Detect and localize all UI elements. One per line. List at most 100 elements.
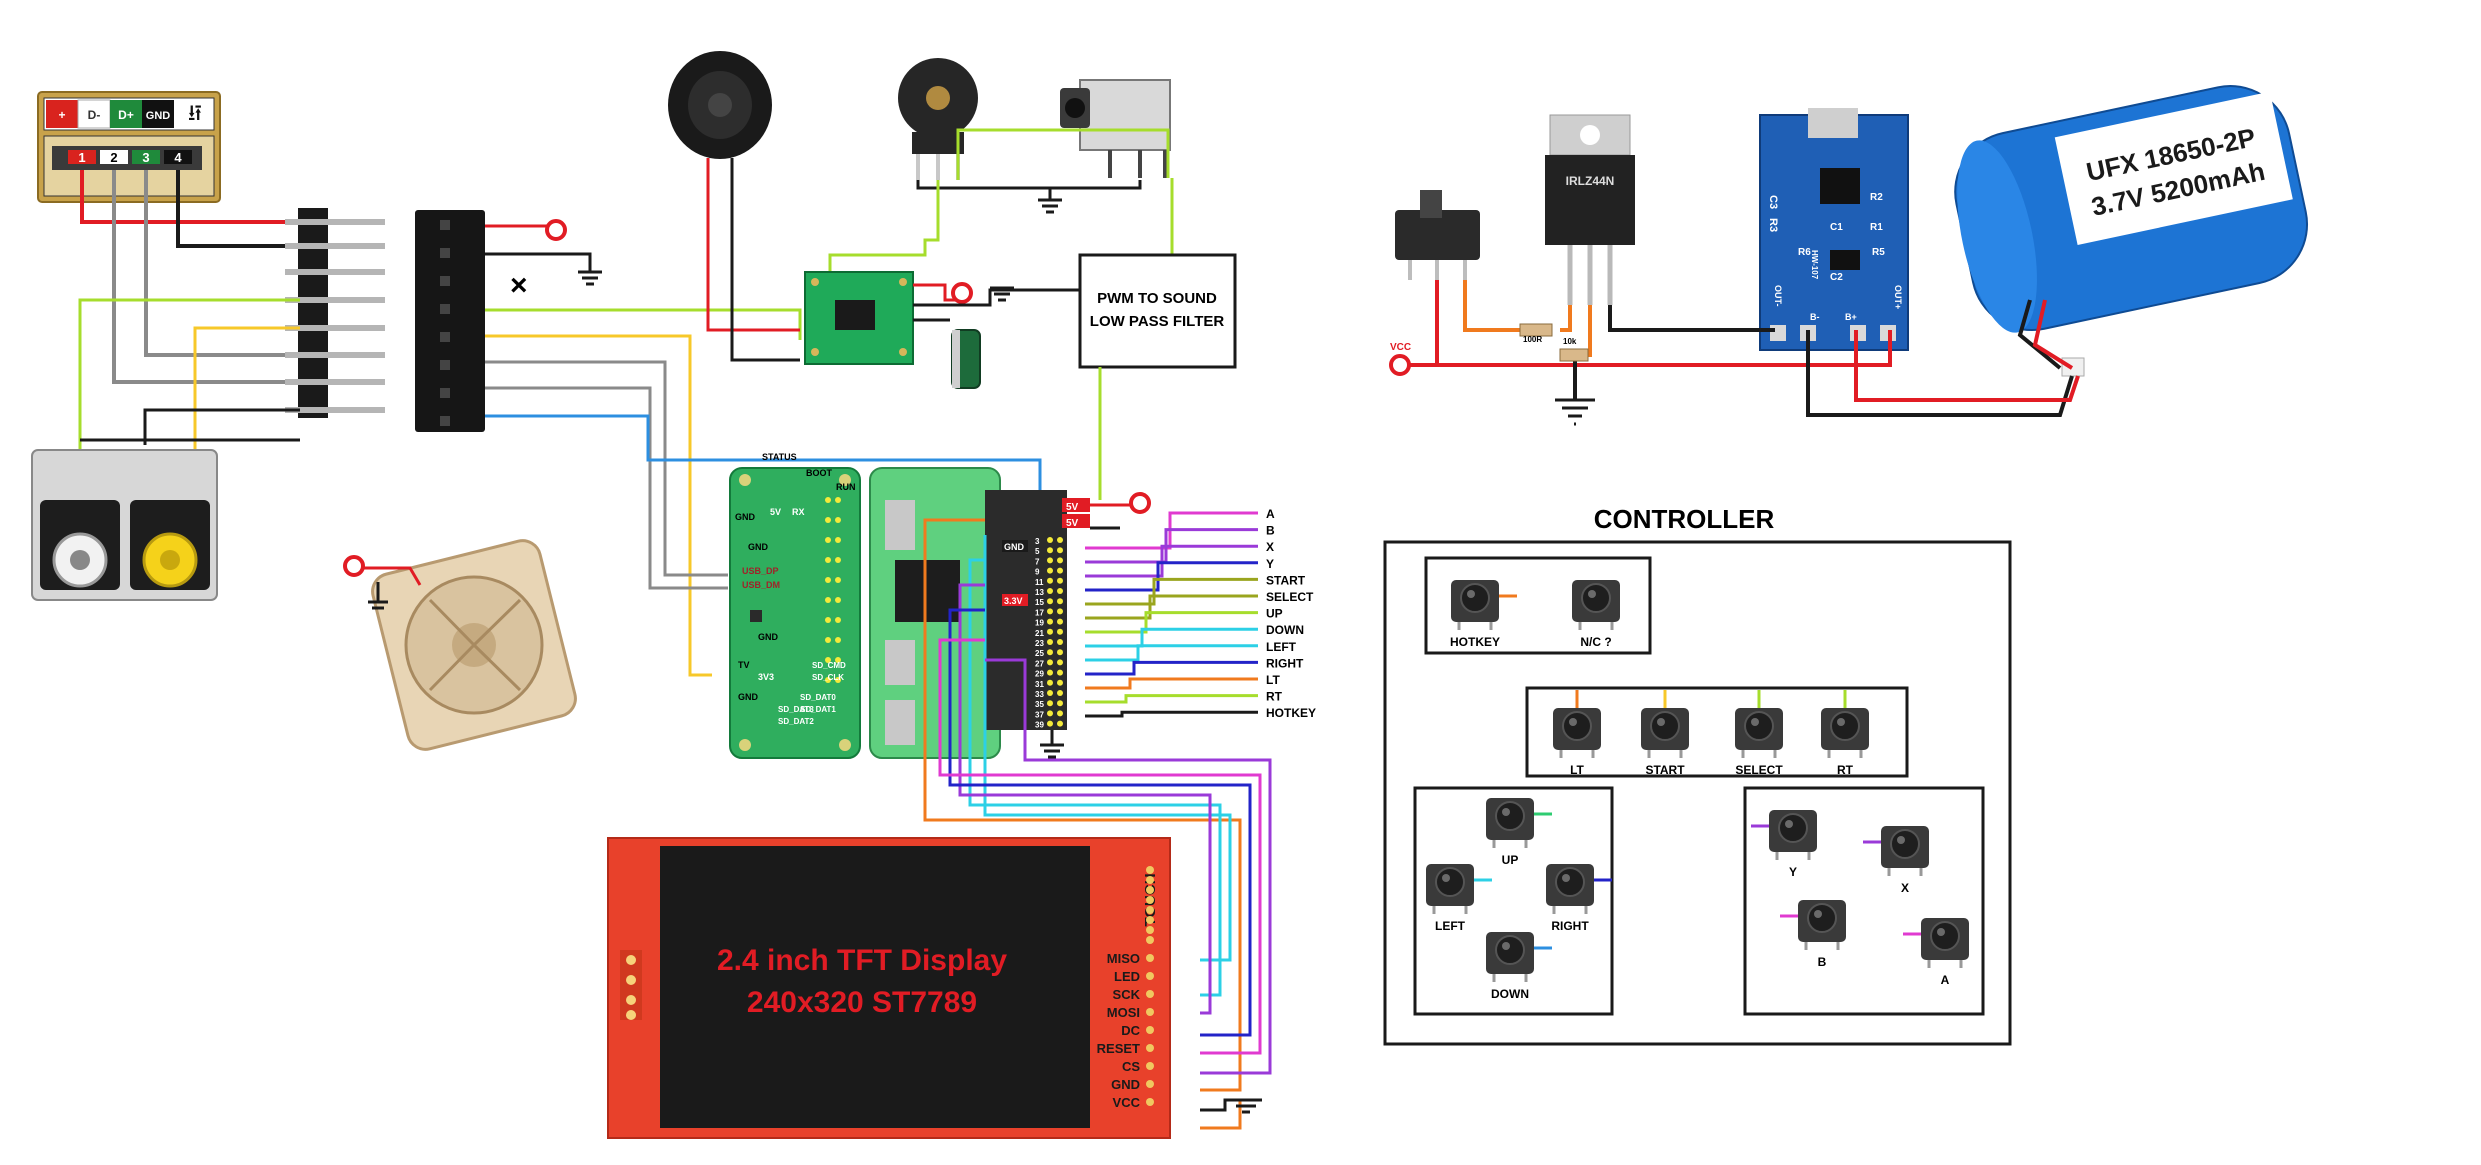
ground-icon	[1230, 1098, 1262, 1114]
gpio-wire	[1085, 577, 1258, 606]
touch-pin	[1146, 896, 1154, 904]
ground-icon	[1555, 398, 1595, 426]
usb-legend-dplus: D+	[118, 108, 134, 122]
pi-zero-board: GND 5V RX GND USB_DP USB_DM TV GND GND 3…	[729, 452, 861, 759]
header-pin	[1047, 567, 1053, 574]
gpio-wire	[1085, 694, 1258, 704]
amp-wires	[913, 282, 1080, 322]
header-pin	[1047, 537, 1053, 543]
ground-icon	[1040, 730, 1064, 759]
zero-label-3v3: 3V3	[758, 672, 774, 682]
touch-pin	[1146, 916, 1154, 924]
header-pin-number: 22	[1068, 629, 1077, 638]
header-pin-number: 12	[1068, 578, 1077, 587]
header-pin-number: 33	[1035, 690, 1044, 699]
gpio-wire	[1085, 677, 1258, 690]
filter-label-line1: PWM TO SOUND	[1097, 290, 1217, 307]
display-pin-label: RESET	[1097, 1041, 1140, 1056]
header-pin-number: 14	[1068, 588, 1077, 597]
charger-label-c2: C2	[1830, 272, 1843, 283]
header-pin-number: 18	[1068, 608, 1077, 617]
zero-label-gnd-3: GND	[738, 692, 759, 702]
controller-button-label: SELECT	[1735, 763, 1783, 777]
zero-label-gnd-4: GND	[758, 632, 779, 642]
amplifier-board	[804, 271, 914, 365]
header-pin-number: 40	[1068, 721, 1077, 730]
controller-button-label: RT	[1837, 763, 1854, 777]
header-pin-number: 35	[1035, 700, 1044, 709]
5v-terminal	[1129, 492, 1151, 514]
header-pin-number: 25	[1035, 649, 1044, 658]
charger-label-c3: C3	[1767, 195, 1779, 209]
speaker-wires	[706, 158, 800, 362]
header-5v-label: 5V	[1066, 502, 1079, 513]
header-3v3-label: 3.3V	[1004, 596, 1023, 606]
controller-button-select: SELECT	[1735, 690, 1783, 777]
gpio-header: 5V 5V GND 3.3V 3579111315171921232527293…	[1002, 498, 1090, 730]
header-pin	[1047, 690, 1053, 696]
touch-pin	[1146, 876, 1154, 884]
controller-button-left: LEFT	[1426, 864, 1492, 933]
zero-label-gnd: GND	[735, 512, 756, 522]
zero-label-usb-dp: USB_DP	[742, 566, 779, 576]
header-pin-number: 20	[1068, 619, 1077, 628]
header-pin	[1047, 628, 1053, 635]
header-pin	[1057, 659, 1063, 666]
speaker	[668, 51, 772, 159]
header-pin	[1047, 669, 1053, 676]
gpio-signal-label: LT	[1266, 673, 1280, 687]
unconnected-mark: ×	[510, 269, 528, 302]
header-pin	[1047, 577, 1053, 584]
capacitor	[951, 329, 981, 389]
charger-label-r2: R2	[1870, 192, 1883, 203]
header-pin	[1047, 720, 1053, 727]
vcc-terminal	[1389, 354, 1411, 376]
pwm-filter-box: PWM TO SOUND LOW PASS FILTER	[1078, 253, 1237, 369]
zero-label-gnd-2: GND	[748, 542, 769, 552]
zero-label-5v: 5V	[770, 507, 781, 517]
mosfet-label: IRLZ44N	[1566, 174, 1615, 188]
header-pin	[1057, 700, 1063, 707]
header-pin	[1057, 669, 1063, 676]
display-pin	[1146, 972, 1154, 980]
touch-pin	[1146, 886, 1154, 894]
display-pin	[1146, 954, 1154, 962]
gpio-signal-label: Y	[1266, 557, 1274, 571]
controller-button-label: LT	[1570, 763, 1584, 777]
controller-button-a: A	[1903, 918, 1969, 987]
display-pin	[1146, 1062, 1154, 1070]
controller-button-start: START	[1641, 690, 1689, 777]
header-pin	[1057, 618, 1063, 625]
display-pin	[1146, 1044, 1154, 1052]
tft-display: 2.4 inch TFT Display 240x320 ST7789 TOUC…	[607, 837, 1171, 1139]
gpio-wire	[1085, 594, 1258, 620]
controller-button-label: N/C ?	[1580, 635, 1611, 649]
controller-button-b: B	[1780, 900, 1846, 969]
header-pin-number: 38	[1068, 710, 1077, 719]
controller-button-label: START	[1645, 763, 1685, 777]
header-pin-number: 4	[1068, 537, 1073, 546]
header-wires	[485, 219, 1042, 677]
header-5v-label-2: 5V	[1066, 518, 1079, 529]
zero-label-sd-dat2: SD_DAT2	[778, 717, 814, 726]
header-pin-number: 34	[1068, 690, 1077, 699]
header-pin	[1047, 700, 1053, 707]
ground-icon	[990, 286, 1014, 302]
power-wires	[1410, 280, 2080, 417]
usb-wires	[80, 170, 300, 384]
display-pin-label: SCK	[1113, 987, 1141, 1002]
controller-title: CONTROLLER	[1594, 504, 1775, 534]
controller-button-label: X	[1901, 881, 1909, 895]
usb-pin-2: 2	[110, 150, 117, 165]
charger-label-out-plus: OUT+	[1893, 285, 1903, 309]
usb-connector: + D- D+ GND ⭿ 1 2 3 4	[37, 91, 221, 203]
male-pin-header	[285, 208, 385, 418]
header-pin	[1057, 547, 1063, 554]
controller-button-down: DOWN	[1486, 932, 1552, 1001]
touch-pin	[1146, 926, 1154, 934]
header-pin	[1057, 567, 1063, 574]
touch-pin	[1146, 866, 1154, 874]
header-pin-number: 11	[1035, 578, 1044, 587]
